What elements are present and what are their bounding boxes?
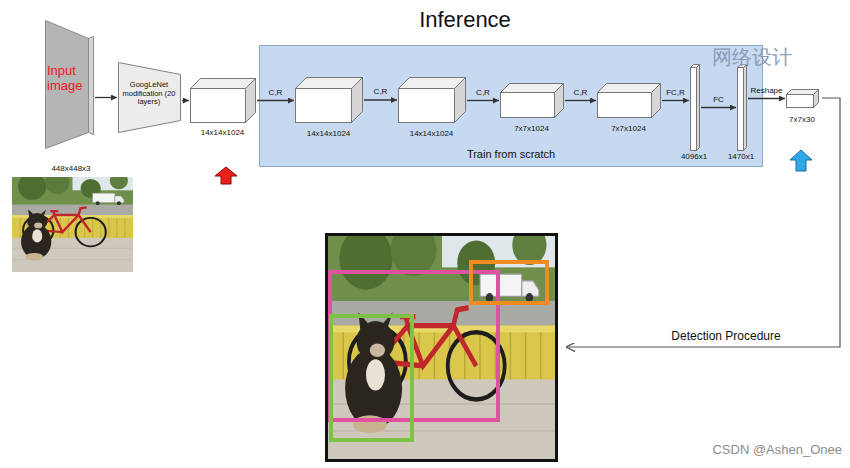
node-label: 14x14x1024 — [393, 129, 470, 138]
conv-cuboid: 14x14x1024 — [290, 74, 367, 140]
googlenet-block-outline — [119, 63, 181, 133]
watermark: 网络设计 — [712, 46, 822, 69]
cuboid-front — [738, 68, 744, 151]
conv-cuboid-shape — [500, 83, 564, 118]
edge-label: FC,R — [646, 88, 706, 97]
node-label: GoogLeNet modification (20 layers) — [122, 81, 176, 107]
node-label: 7x7x1024 — [494, 124, 569, 133]
cuboid-side — [697, 65, 700, 151]
feature-cuboid: 14x14x1024 — [185, 76, 260, 142]
node-label: 14x14x1024 — [290, 129, 367, 138]
fc-vector-shape — [690, 64, 700, 151]
cuboid-front — [191, 89, 246, 123]
conv-cuboid-shape — [295, 77, 363, 123]
conv-cuboid-outline — [501, 84, 564, 118]
input-image: Input image 448x448x3 — [38, 14, 104, 180]
cuboid-front — [691, 68, 697, 151]
edge-label: C,R — [246, 88, 306, 97]
cuboid-top — [191, 79, 256, 89]
procedure-label: Detection Procedure — [660, 330, 792, 344]
cuboid-side — [246, 79, 256, 123]
conv-cuboid-outline — [296, 78, 363, 123]
bbox-car — [471, 262, 547, 303]
cuboid-front — [787, 95, 814, 108]
node-label: 1470x1 — [723, 152, 759, 161]
input-image-outline — [46, 21, 94, 149]
conv-cuboid-outline — [598, 84, 661, 118]
panel-side — [89, 37, 94, 135]
conv-cuboid: 14x14x1024 — [393, 74, 470, 140]
conv-cuboid-shape — [398, 77, 466, 123]
dimension-label: 448x448x3 — [38, 164, 104, 173]
panel-face — [46, 21, 89, 149]
node-label: 7x7x1024 — [591, 124, 666, 133]
detection-photo — [328, 223, 556, 460]
conv-cuboid: 7x7x1024 — [494, 80, 569, 140]
fc-vector: 4096x1 — [676, 62, 712, 164]
googlenet-block: GoogLeNet modification (20 layers) — [116, 60, 182, 134]
cuboid-top — [501, 84, 564, 93]
training-region: Train from scratch14x14x102414x14x10247x… — [260, 46, 762, 166]
photo-frame — [327, 235, 557, 461]
input-photo — [12, 171, 133, 272]
output-tensor: 7x7x30 — [781, 86, 823, 128]
conv-cuboid-outline — [399, 78, 466, 123]
feature-cuboid-outline — [191, 79, 256, 123]
connector-arrow — [182, 100, 189, 101]
node-label: 14x14x1024 — [185, 128, 260, 137]
fc-vector-outline — [738, 65, 747, 151]
red-pointer — [215, 167, 237, 184]
trapezoid — [119, 63, 181, 133]
cuboid-side — [555, 84, 564, 118]
cuboid-front — [296, 89, 352, 123]
cuboid-front — [399, 89, 455, 123]
feature-cuboid-shape — [190, 78, 256, 123]
output-tensor-shape — [786, 89, 819, 108]
cuboid-side — [352, 78, 363, 123]
connector-arrow — [95, 97, 117, 98]
output-tensor-outline — [787, 90, 819, 108]
conv-cuboid: 7x7x1024 — [591, 80, 666, 140]
fc-vector: 1470x1 — [723, 62, 759, 164]
cuboid-side — [652, 84, 661, 118]
edge-label: C,R — [551, 88, 611, 97]
edge-label: C,R — [351, 87, 411, 96]
credit-watermark: CSDN @Ashen_Onee — [712, 443, 842, 458]
cuboid-side — [814, 90, 819, 108]
cuboid-top — [598, 84, 661, 93]
cuboid-front — [501, 93, 555, 118]
blue-pointer — [790, 150, 812, 171]
fc-vector-outline — [691, 65, 700, 151]
node-label: 4096x1 — [676, 152, 712, 161]
cuboid-side — [744, 65, 747, 151]
node-label: 7x7x30 — [781, 115, 823, 124]
edge-label: Reshape — [737, 86, 797, 95]
edge-label: FC — [689, 95, 749, 104]
diagram-title: Inference — [365, 7, 565, 32]
conv-cuboid-shape — [597, 83, 661, 118]
node-label: Input image — [47, 64, 89, 94]
cuboid-side — [455, 78, 466, 123]
fc-vector-shape — [737, 64, 747, 151]
edge-label: C,R — [453, 88, 513, 97]
cuboid-front — [598, 93, 652, 118]
bbox-dog — [331, 316, 412, 440]
